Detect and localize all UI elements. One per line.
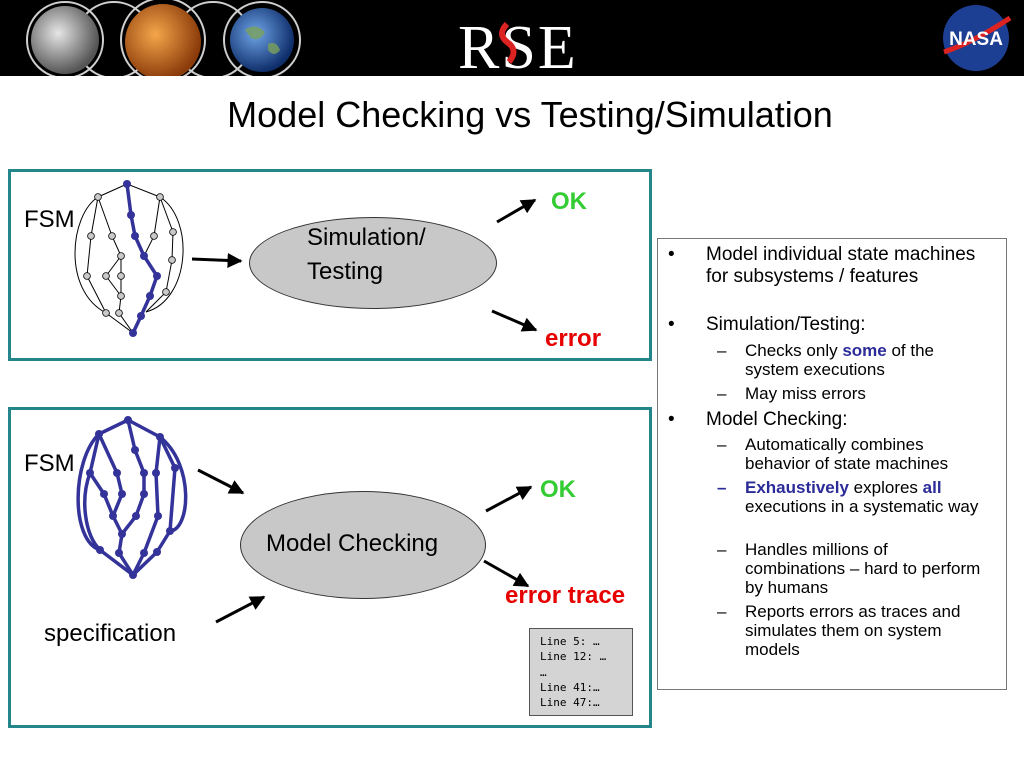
sub-bullet-text: Exhaustively explores all executions in … — [745, 478, 990, 516]
model-checking-label: Model Checking — [266, 530, 439, 557]
trace-line: … — [540, 665, 547, 679]
sub-bullet-text: Checks only some of the system execution… — [745, 341, 990, 379]
bullet-mark: • — [668, 244, 675, 265]
sub-bullet-mark: – — [717, 478, 727, 497]
sub-bullet-text: Handles millions of combinations – hard … — [745, 540, 981, 597]
sub-bullet-mark: – — [717, 602, 727, 621]
trace-line: Line 47:… — [540, 696, 600, 710]
earth-icon — [230, 8, 294, 72]
text-run: executions in a systematic way — [745, 497, 979, 516]
moon-icon — [31, 6, 99, 74]
svg-text:NASA: NASA — [949, 29, 1003, 50]
simulation-label-line1: Simulation/ — [307, 224, 426, 251]
ok-label-bottom: OK — [540, 476, 576, 503]
trace-line: Line 41:… — [540, 680, 600, 694]
header-banner: RSE NASA — [0, 0, 1024, 76]
bullet-list-box: • Model individual state machines for su… — [657, 238, 1007, 690]
bullet-text: Model Checking: — [706, 409, 848, 430]
sub-bullet-text: Reports errors as traces and simulates t… — [745, 602, 961, 659]
sub-bullet-mark: – — [717, 341, 727, 360]
trace-line: Line 5: … — [540, 635, 600, 648]
emphasis-text: Exhaustively — [745, 478, 849, 497]
mars-icon — [125, 4, 201, 76]
text-run: Checks only — [745, 341, 843, 360]
specification-label: specification — [44, 620, 177, 647]
trace-line: Line 12: … — [540, 650, 607, 664]
text-run: explores — [848, 478, 923, 497]
error-label: error — [545, 325, 602, 352]
simulation-testing-ellipse — [249, 217, 497, 309]
flow-arrows — [191, 198, 538, 624]
model-checking-ellipse — [240, 491, 486, 599]
fsm-label-bottom: FSM — [24, 450, 75, 477]
fsm-label: FSM — [24, 206, 75, 233]
bullet-text: Model individual state machines for subs… — [706, 244, 976, 287]
bullet-text: Simulation/Testing: — [706, 314, 866, 335]
rse-logo: RSE — [458, 14, 578, 76]
svg-text:RSE: RSE — [458, 14, 578, 76]
bullet-mark: • — [668, 409, 675, 430]
nasa-logo: NASA — [943, 5, 1012, 71]
sub-bullet-mark: – — [717, 435, 727, 454]
bullet-mark: • — [668, 314, 675, 335]
ok-label: OK — [551, 188, 587, 215]
sub-bullet-text: Automatically combines behavior of state… — [745, 435, 949, 473]
fsm-graph-bottom — [76, 416, 188, 579]
simulation-label-line2: Testing — [307, 258, 384, 285]
slide-title: Model Checking vs Testing/Simulation — [227, 94, 833, 135]
fsm-graph-top — [74, 180, 184, 337]
sub-bullet-mark: – — [717, 540, 727, 559]
emphasis-text: some — [842, 341, 887, 360]
sub-bullet-mark: – — [717, 384, 727, 403]
error-trace-box: Line 5: … Line 12: … … Line 41:… Line 47… — [529, 628, 633, 716]
text-run: of the system executions — [745, 341, 935, 379]
sub-bullet-text: May miss errors — [745, 384, 866, 403]
emphasis-text: all — [922, 478, 942, 497]
